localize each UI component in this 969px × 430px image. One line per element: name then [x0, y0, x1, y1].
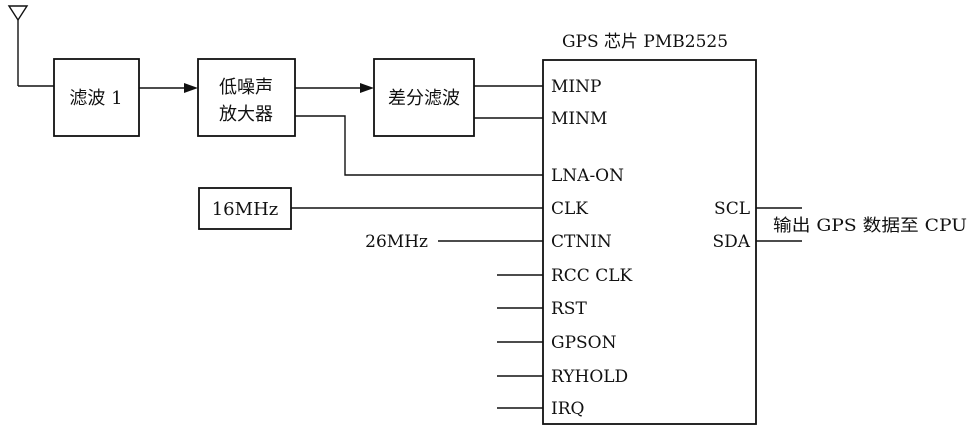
pin-rst-label: RST	[551, 299, 587, 319]
pin-scl-label: SCL	[714, 199, 750, 219]
arrow-icon	[184, 83, 198, 93]
pin-ryhold-label: RYHOLD	[551, 367, 628, 387]
filter1-block	[53, 58, 140, 137]
pin-clk-label: CLK	[551, 199, 588, 219]
output-label: 输出 GPS 数据至 CPU	[773, 216, 967, 236]
lna-block	[197, 58, 296, 137]
arrow-icon	[360, 83, 374, 93]
pin-gpson-label: GPSON	[551, 333, 617, 353]
pin-ctnin-label: CTNIN	[551, 232, 612, 252]
diff-filter-block	[373, 58, 475, 137]
diff-filter-label: 差分滤波	[388, 88, 460, 109]
lna-label-line1: 低噪声	[219, 77, 273, 98]
lna-to-diff-filter-connector	[295, 83, 374, 93]
input-26mhz-label: 26MHz	[365, 232, 428, 252]
lna-label-line2: 放大器	[219, 104, 273, 125]
filter1-label: 滤波 1	[69, 88, 122, 109]
pin-sda-label: SDA	[712, 232, 750, 252]
oscillator-16mhz-label: 16MHz	[212, 199, 279, 220]
pin-rcc-clk-label: RCC CLK	[551, 266, 633, 286]
filter-to-lna-connector	[139, 83, 198, 93]
chip-title: GPS 芯片 PMB2525	[562, 32, 728, 52]
lna-on-connector	[295, 115, 543, 176]
pin-irq-label: IRQ	[551, 399, 584, 419]
antenna-icon	[7, 5, 54, 87]
pin-lna-on-label: LNA-ON	[551, 166, 624, 186]
gps-chip-block	[542, 59, 757, 425]
oscillator-16mhz-block	[198, 187, 292, 230]
pin-minm-label: MINM	[551, 109, 607, 129]
pin-minp-label: MINP	[551, 77, 601, 97]
